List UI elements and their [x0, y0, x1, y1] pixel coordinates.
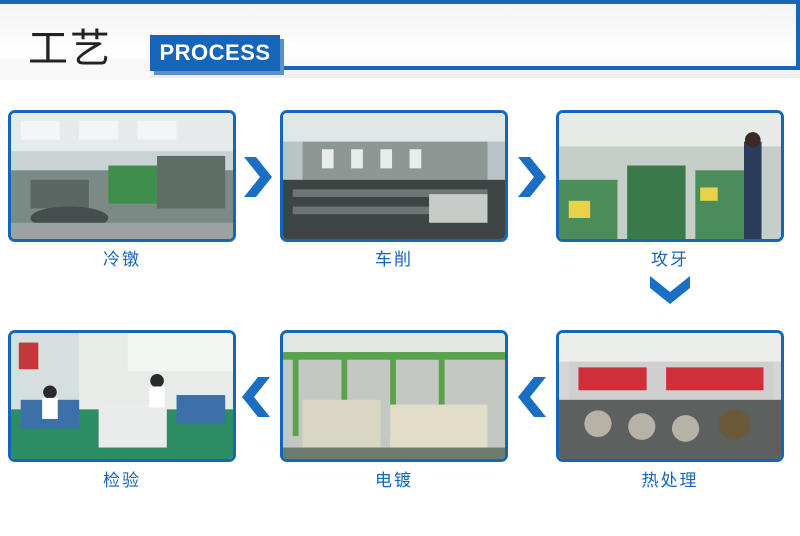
chevron-left-icon	[518, 377, 546, 417]
step-label-heat-treatment: 热处理	[641, 471, 699, 491]
photo-turning	[280, 110, 508, 242]
photo-tapping	[556, 110, 784, 242]
chevron-left-icon	[242, 377, 270, 417]
step-label-electroplating: 电镀	[375, 471, 413, 491]
chevron-right-icon	[518, 157, 546, 197]
step-label-cold-heading: 冷镦	[103, 250, 141, 270]
chevron-down-icon	[650, 276, 690, 304]
photo-inspection	[8, 330, 236, 462]
step-label-turning: 车削	[375, 250, 413, 270]
chevron-right-icon	[244, 157, 272, 197]
process-badge: PROCESS	[150, 35, 280, 71]
header-frame-gap	[0, 60, 150, 80]
page-title: 工艺	[28, 26, 112, 72]
step-label-inspection: 检验	[103, 471, 141, 491]
photo-cold-heading	[8, 110, 236, 242]
photo-electroplating	[280, 330, 508, 462]
step-label-tapping: 攻牙	[651, 250, 689, 270]
header-frame	[0, 0, 800, 70]
photo-heat-treatment	[556, 330, 784, 462]
